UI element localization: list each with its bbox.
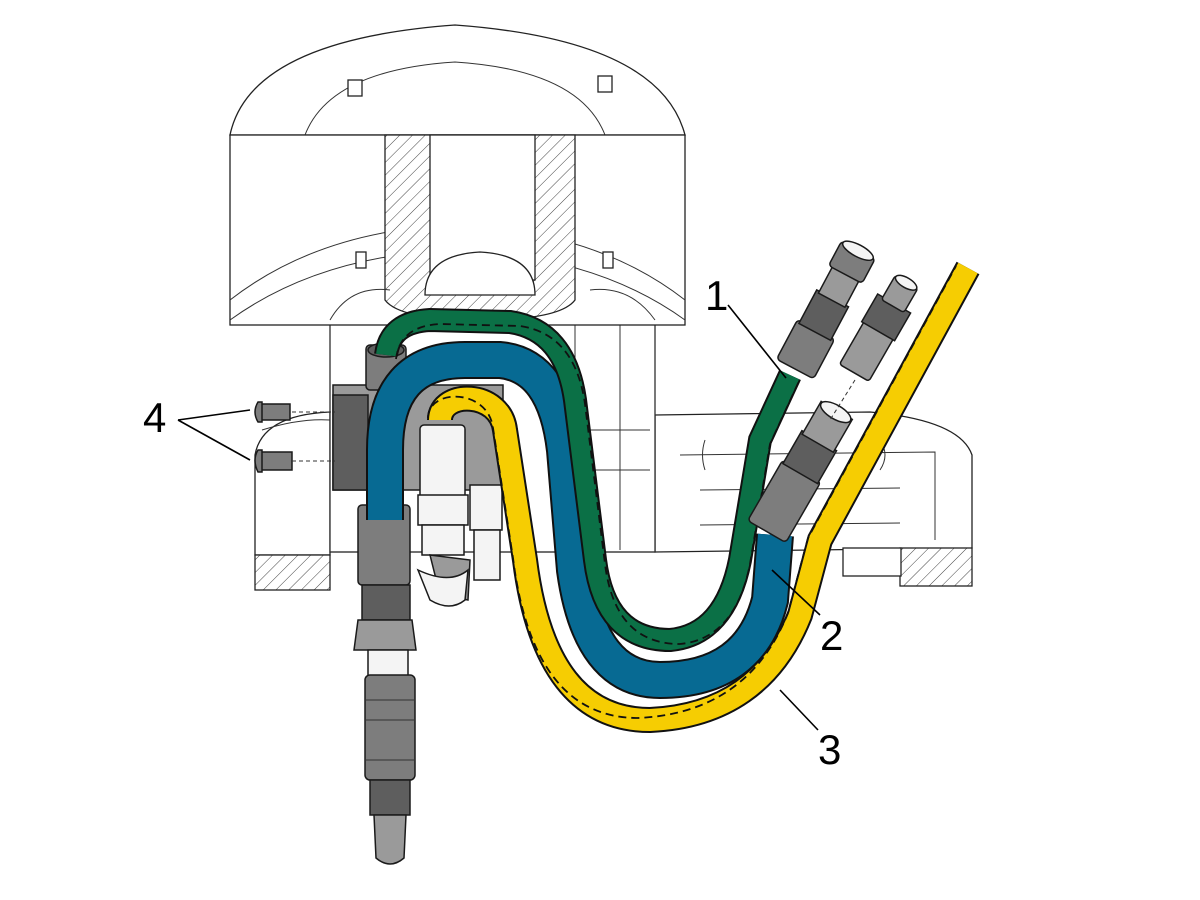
small-port-fitting: [469, 484, 503, 531]
callouts: 1 2 3 4: [143, 272, 843, 773]
left-foot: [254, 554, 331, 591]
right-fittings: [748, 240, 918, 542]
callout-1: 1: [705, 272, 728, 319]
hose-1-end-fitting: [777, 240, 875, 379]
manifold: [332, 342, 504, 607]
callout-2: 2: [820, 612, 843, 659]
leader-4-lower: [177, 419, 251, 461]
left-base-plate: [254, 411, 331, 556]
leader-4-upper: [177, 409, 251, 421]
leader-2: [771, 569, 821, 616]
white-port-fitting: [419, 424, 466, 501]
bolts: [254, 401, 335, 473]
top-dome: [229, 24, 686, 136]
left-fitting-chain: [353, 504, 417, 865]
loose-adapter-fitting: [839, 274, 918, 381]
callout-4: 4: [143, 394, 166, 441]
right-foot: [899, 547, 973, 587]
bolt-upper: [254, 401, 291, 423]
hoses: [366, 261, 980, 734]
bolt-lower: [254, 449, 293, 473]
housing: [229, 24, 973, 591]
callout-3: 3: [818, 726, 841, 773]
leader-3: [779, 689, 819, 731]
leader-1: [727, 304, 787, 379]
hose-2-end-fitting: [748, 400, 854, 542]
lower-coupling: [364, 674, 416, 781]
